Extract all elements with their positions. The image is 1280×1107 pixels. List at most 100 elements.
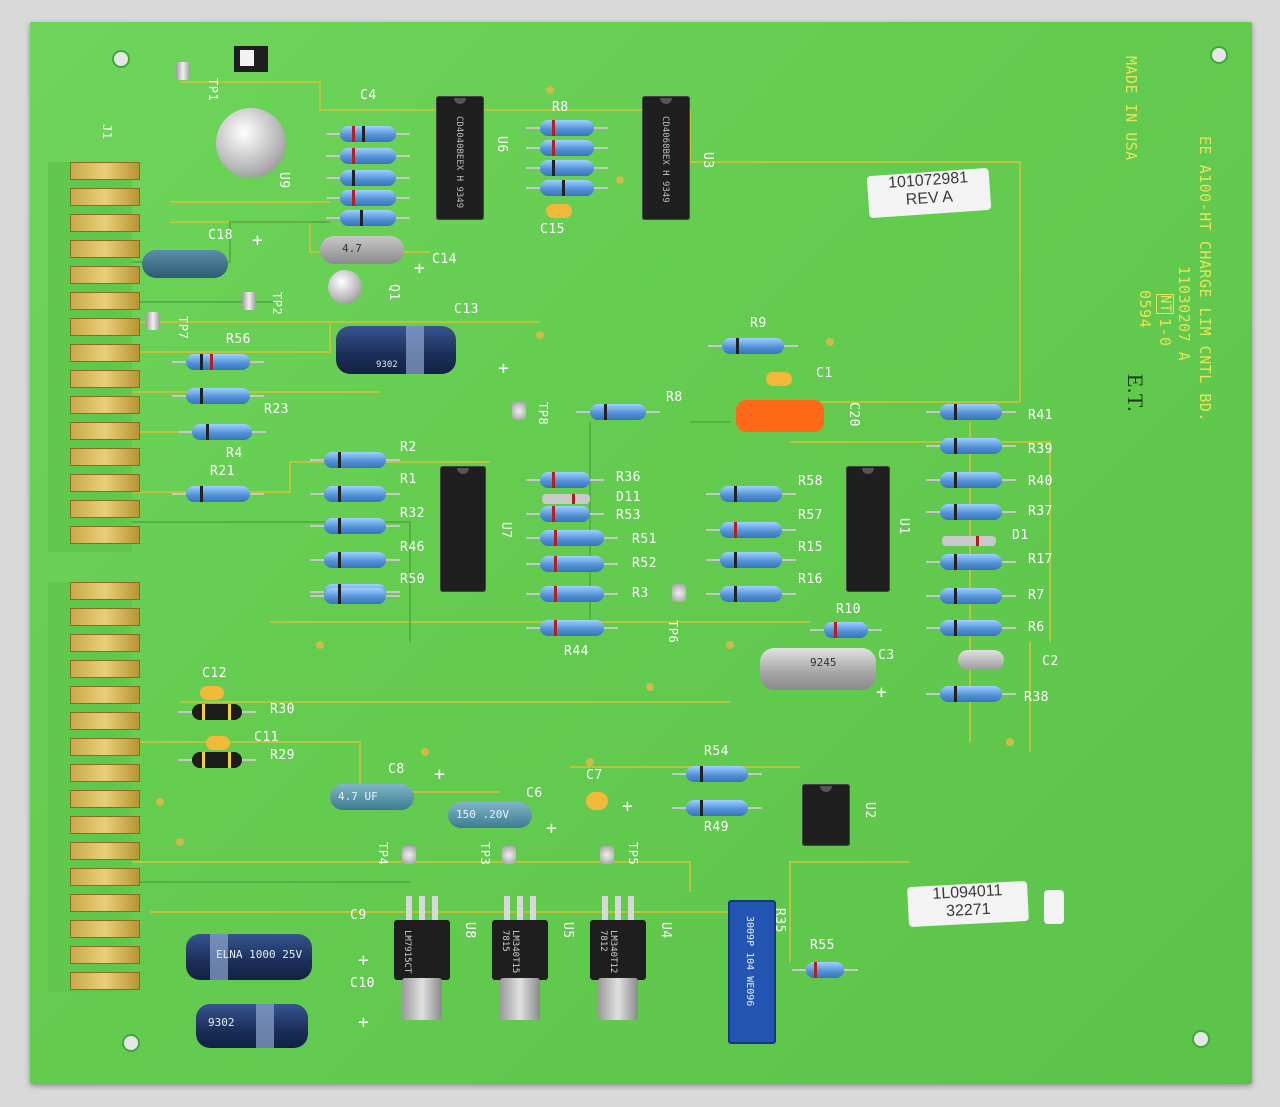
board-part-number: 11030207 A	[1175, 266, 1193, 362]
c3-marking: 9245	[810, 656, 837, 669]
resistor	[326, 148, 410, 164]
r51-label: R51	[632, 532, 657, 547]
tp4-label: TP4	[376, 842, 390, 866]
r4-label: R4	[226, 446, 243, 461]
resistor	[526, 140, 608, 156]
c12-label: C12	[202, 666, 227, 681]
nt-mark: NT	[1156, 294, 1174, 314]
test-point-tp5	[600, 846, 614, 864]
capacitor-c2	[958, 650, 1004, 670]
resistor-array-right	[526, 120, 608, 136]
r37-label: R37	[1028, 504, 1053, 519]
tp5-label: TP5	[626, 842, 640, 866]
lot-sticker: 1L094011 32271	[907, 880, 1029, 928]
r38-label: R38	[1024, 690, 1049, 705]
c11-label: C11	[254, 730, 279, 745]
c9-plus: +	[358, 950, 370, 971]
capacitor-c1	[766, 372, 792, 386]
u7-label: U7	[498, 522, 513, 539]
c4-label: C4	[360, 88, 377, 103]
test-point-tp3	[502, 846, 516, 864]
capacitor-c8: 4.7 UF	[330, 784, 414, 810]
ic-u3: CD4068BEX H 9349	[642, 96, 690, 220]
r54-label: R54	[704, 744, 729, 759]
board-date-code: 0594	[1136, 290, 1154, 329]
resistor-r2	[310, 452, 400, 468]
c1-label: C1	[816, 366, 833, 381]
capacitor-c18	[142, 250, 228, 278]
ic-u1	[846, 466, 890, 592]
resistor-r40	[926, 472, 1016, 488]
c14-marking: 4.7	[342, 242, 362, 255]
resistor-r36	[526, 472, 604, 488]
c10-label: C10	[350, 976, 375, 991]
resistor	[310, 588, 400, 604]
resistor-r38	[926, 686, 1016, 702]
r17-label: R17	[1028, 552, 1053, 567]
resistor-r56	[172, 354, 264, 370]
tp8-label: TP8	[536, 402, 550, 426]
board-revision: 1-0	[1156, 318, 1174, 347]
mounting-hole	[1210, 46, 1228, 64]
r40-label: R40	[1028, 474, 1053, 489]
resistor-r41	[926, 404, 1016, 420]
r32-label: R32	[400, 506, 425, 521]
u6-label: U6	[494, 136, 509, 153]
c6-plus: +	[546, 818, 558, 839]
resistor-r16	[706, 586, 796, 602]
ic-u7	[440, 466, 486, 592]
resistor-r53	[526, 506, 604, 522]
tp3-label: TP3	[478, 842, 492, 866]
resistor-r15	[706, 552, 796, 568]
r56-label: R56	[226, 332, 251, 347]
c3-label: C3	[878, 648, 895, 663]
r16-label: R16	[798, 572, 823, 587]
regulator-u5: LM340T15 7815	[492, 896, 548, 1020]
c8-marking: 4.7 UF	[338, 790, 378, 803]
resistor-r52	[526, 556, 618, 572]
u2-label: U2	[862, 802, 877, 819]
capacitor-c13: 9302	[336, 326, 456, 374]
resistor-r30	[178, 704, 256, 720]
capacitor-c10: 9302	[196, 1004, 308, 1048]
resistor-r1	[310, 486, 400, 502]
r8-label: R8	[666, 390, 683, 405]
resistor-r57	[706, 522, 796, 538]
r6-label: R6	[1028, 620, 1045, 635]
diode-d11	[542, 494, 590, 504]
u5-label: U5	[560, 922, 575, 939]
regulator-u4: LM340T12 7812	[590, 896, 646, 1020]
r36-label: R36	[616, 470, 641, 485]
c10-marking: 9302	[208, 1016, 235, 1029]
jumper-block	[234, 46, 268, 72]
test-point-tp1	[176, 62, 190, 80]
r29-label: R29	[270, 748, 295, 763]
small-sticker	[1044, 890, 1064, 924]
c8-label: C8	[388, 762, 405, 777]
resistor-r9	[708, 338, 798, 354]
c14-plus: +	[414, 258, 426, 279]
r10-label: R10	[836, 602, 861, 617]
mounting-hole	[122, 1034, 140, 1052]
test-point-tp7	[146, 312, 160, 330]
r44-label: R44	[564, 644, 589, 659]
c9-label: C9	[350, 908, 367, 923]
resistor	[526, 160, 608, 176]
resistor-r3	[526, 586, 618, 602]
test-point-tp8	[512, 402, 526, 420]
diode-d1	[942, 536, 996, 546]
resistor-r10	[810, 622, 882, 638]
inspector-mark: E.T.	[1123, 373, 1149, 413]
resistor-r46	[310, 552, 400, 568]
resistor-r55	[792, 962, 858, 978]
resistor	[526, 180, 608, 196]
tp1-label: TP1	[206, 78, 220, 102]
regulator-u8: LM7915CT	[394, 896, 450, 1020]
r1-label: R1	[400, 472, 417, 487]
c18-label: C18	[208, 228, 233, 243]
c6-marking: 150 .20V	[456, 808, 509, 821]
trimmer-r35: 3009P 104 WE096	[728, 900, 776, 1044]
test-point-tp2	[242, 292, 256, 310]
resistor	[326, 210, 410, 226]
u5-marking: LM340T15 7815	[500, 930, 520, 974]
